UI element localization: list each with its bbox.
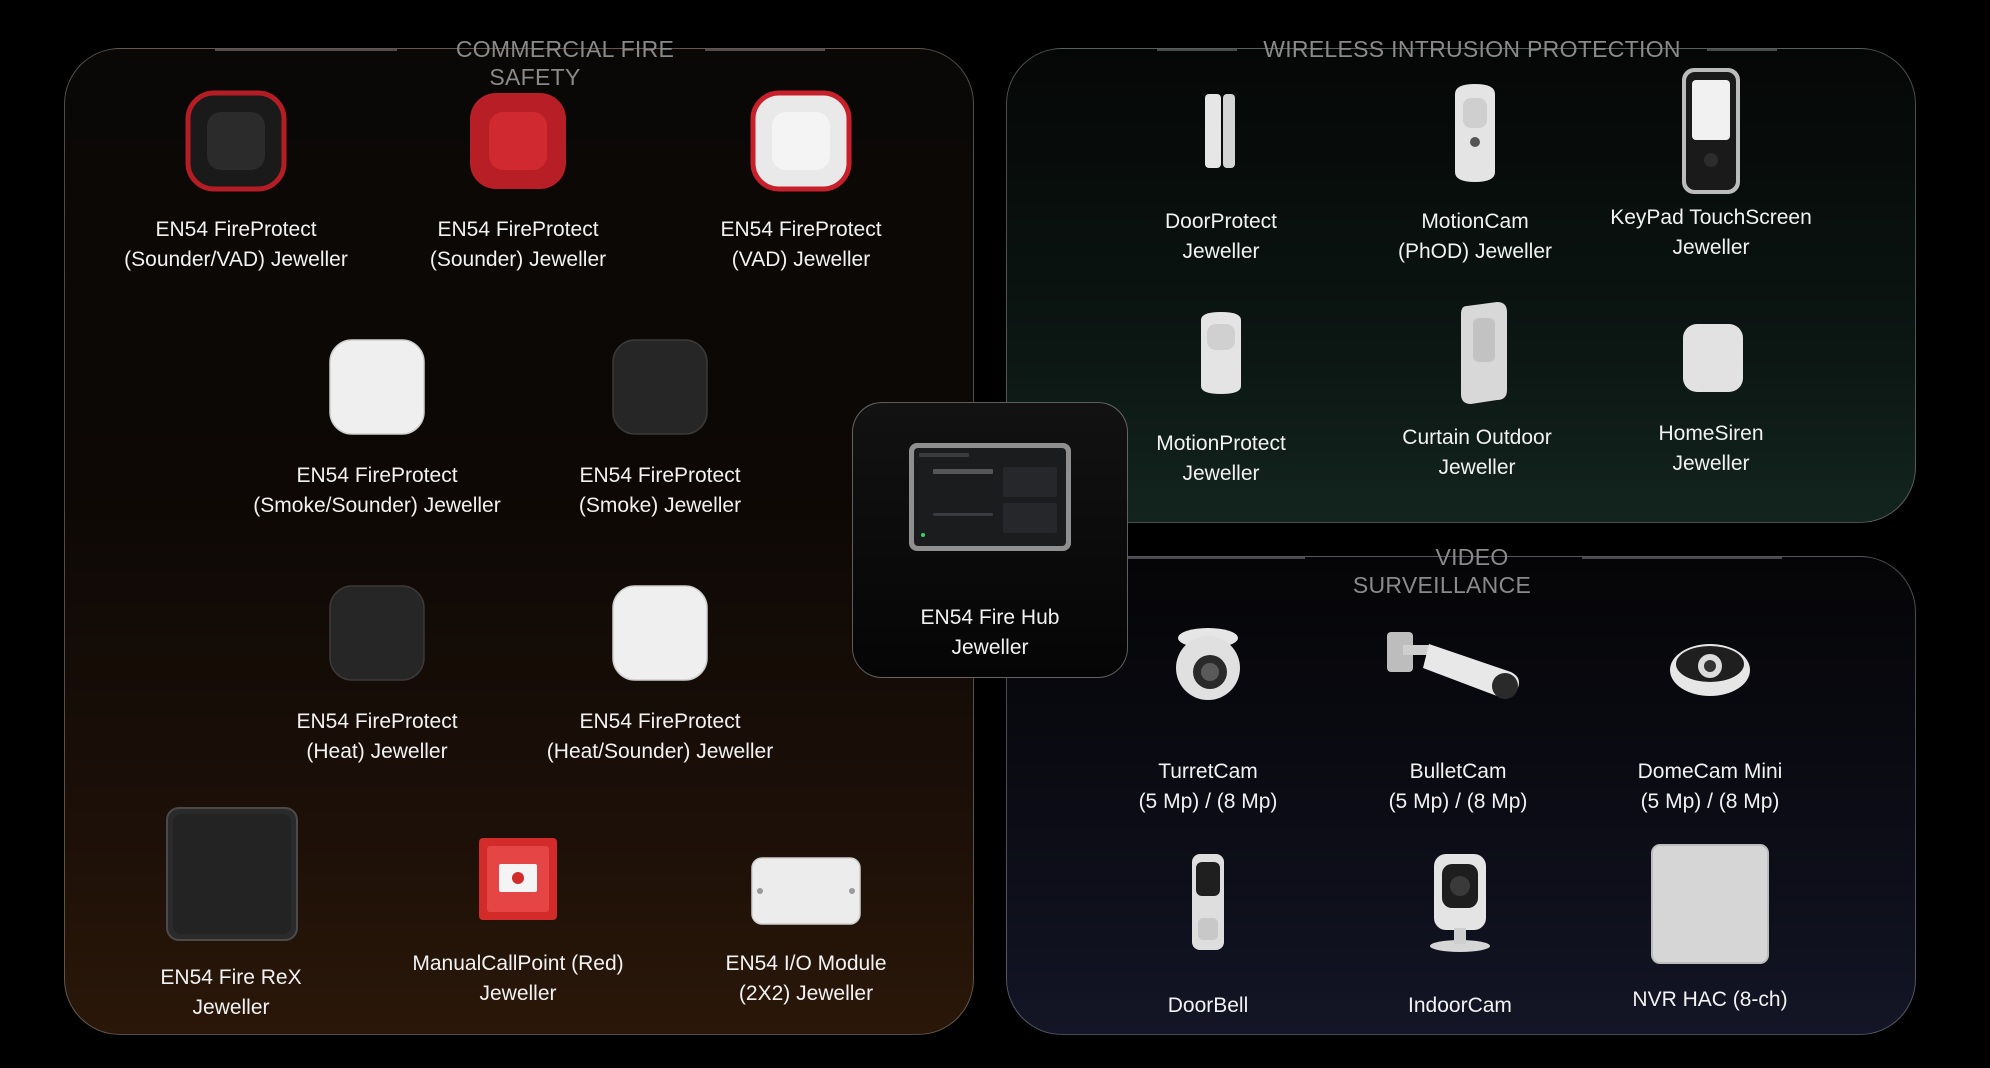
section-title-video: VIDEO SURVEILLANCE [1352,544,1532,598]
product-indoorcam[interactable]: IndoorCam [1320,850,1600,1021]
bulletcam-device-icon [1387,632,1519,699]
section-divider [1582,557,1782,559]
curtain-outdoor-device-icon [1461,302,1507,404]
section-divider [1092,557,1305,559]
smoke-sounder-white-device-icon [329,339,425,435]
turretcam-device-icon [1176,628,1240,700]
product-domecam-mini[interactable]: DomeCam Mini(5 Mp) / (8 Mp) [1570,620,1850,817]
product-label: MotionCam(PhOD) Jeweller [1397,210,1553,263]
product-label: EN54 I/O Module(2X2) Jeweller [725,952,887,1005]
product-label: ManualCallPoint (Red)Jeweller [412,952,624,1005]
product-motioncam[interactable]: MotionCam(PhOD) Jeweller [1335,80,1615,267]
product-label: NVR HAC (8-ch) [1632,988,1788,1011]
product-label: DomeCam Mini(5 Mp) / (8 Mp) [1637,760,1783,813]
section-title-intrusion: WIRELESS INTRUSION PROTECTION [1263,36,1681,62]
io-module-device-icon [751,857,861,925]
product-fireprotect-sounder[interactable]: EN54 FireProtect(Sounder) Jeweller [378,86,658,275]
product-label: EN54 FireProtect(Smoke) Jeweller [578,464,742,517]
keypad-touchscreen-device-icon [1682,68,1740,194]
product-label: EN54 FireProtect(Heat) Jeweller [296,710,458,763]
indoorcam-device-icon [1430,854,1490,952]
heat-sounder-white-device-icon [612,585,708,681]
product-fireprotect-heat-sounder[interactable]: EN54 FireProtect(Heat/Sounder) Jeweller [520,578,800,767]
motioncam-device-icon [1455,84,1495,182]
product-fireprotect-smoke-sounder[interactable]: EN54 FireProtect(Smoke/Sounder) Jeweller [237,332,517,521]
product-manual-call-point[interactable]: ManualCallPoint (Red)Jeweller [378,830,658,1009]
fire-hub-device-icon [909,443,1071,551]
product-label: EN54 FireProtect(VAD) Jeweller [720,218,882,271]
product-label: TurretCam(5 Mp) / (8 Mp) [1138,760,1278,813]
section-divider [1707,49,1777,51]
product-fireprotect-heat[interactable]: EN54 FireProtect(Heat) Jeweller [237,578,517,767]
product-turretcam[interactable]: TurretCam(5 Mp) / (8 Mp) [1068,620,1348,817]
section-divider [1157,49,1237,51]
product-label: DoorBell [1167,994,1249,1017]
motionprotect-device-icon [1201,312,1241,394]
product-io-module[interactable]: EN54 I/O Module(2X2) Jeweller [666,850,946,1009]
sounder-vad-device-icon [185,90,287,192]
homesiren-device-icon [1683,324,1743,392]
product-fireprotect-smoke[interactable]: EN54 FireProtect(Smoke) Jeweller [520,332,800,521]
product-label: EN54 FireProtect(Sounder/VAD) Jeweller [124,218,348,271]
nvr-hac-device-icon [1651,844,1769,964]
smoke-black-device-icon [612,339,708,435]
product-label: EN54 FireProtect(Heat/Sounder) Jeweller [546,710,774,763]
product-fireprotect-sounder-vad[interactable]: EN54 FireProtect(Sounder/VAD) Jeweller [96,86,376,275]
section-divider [705,49,825,51]
product-doorbell[interactable]: DoorBell [1068,850,1348,1021]
product-bulletcam[interactable]: BulletCam(5 Mp) / (8 Mp) [1318,620,1598,817]
doorprotect-device-icon [1205,94,1235,168]
section-title-fire: COMMERCIAL FIRE SAFETY [455,36,675,90]
section-divider [215,49,397,51]
manual-call-point-icon [479,838,557,920]
product-fireprotect-vad[interactable]: EN54 FireProtect(VAD) Jeweller [661,86,941,275]
product-label: IndoorCam [1408,994,1512,1017]
vad-device-icon [750,90,852,192]
heat-black-device-icon [329,585,425,681]
domecam-mini-device-icon [1670,644,1750,696]
product-nvr-hac[interactable]: NVR HAC (8-ch) [1570,842,1850,1015]
sounder-red-device-icon [470,93,566,189]
fire-rex-device-icon [166,807,298,941]
product-label: BulletCam(5 Mp) / (8 Mp) [1388,760,1528,813]
doorbell-device-icon [1192,854,1224,950]
product-label: EN54 FireProtect(Smoke/Sounder) Jeweller [253,464,501,517]
product-label: EN54 FireProtect(Sounder) Jeweller [429,218,607,271]
